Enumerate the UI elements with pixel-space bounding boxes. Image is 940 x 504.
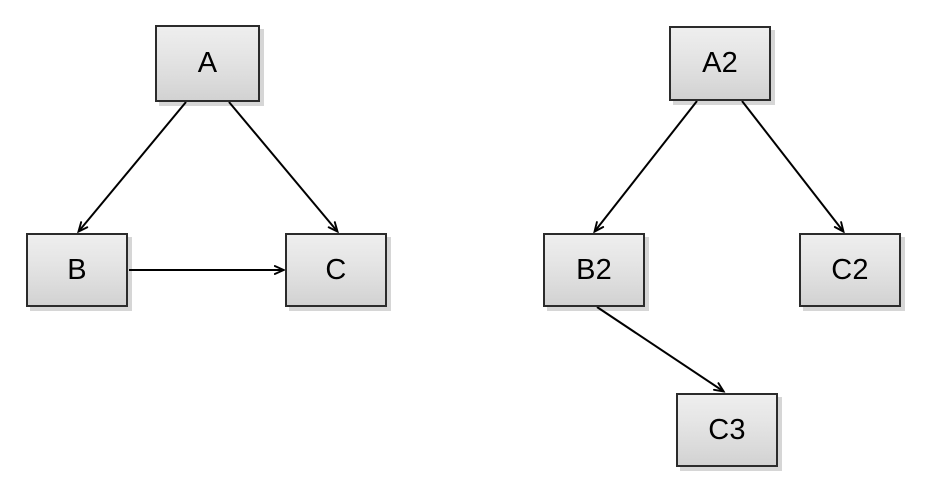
node-label-a: A xyxy=(197,47,218,79)
node-a2[interactable]: A2 xyxy=(669,26,771,101)
edge-a-to-b[interactable] xyxy=(79,101,187,231)
edge-a2-to-c2[interactable] xyxy=(741,100,843,231)
node-label-c2: C2 xyxy=(831,253,869,286)
node-label-b2: B2 xyxy=(576,253,612,286)
node-label-b: B xyxy=(67,253,87,286)
edge-a2-to-b2[interactable] xyxy=(595,100,698,231)
node-b2[interactable]: B2 xyxy=(543,233,645,307)
node-b[interactable]: B xyxy=(26,233,128,307)
edge-a-to-c[interactable] xyxy=(228,101,337,231)
node-a[interactable]: A xyxy=(155,25,260,102)
node-label-a2: A2 xyxy=(702,47,738,79)
node-c2[interactable]: C2 xyxy=(799,233,901,307)
edge-b2-to-c3[interactable] xyxy=(596,306,723,391)
node-label-c: C xyxy=(325,253,347,286)
node-c[interactable]: C xyxy=(285,233,387,307)
node-c3[interactable]: C3 xyxy=(676,393,778,467)
node-label-c3: C3 xyxy=(708,413,746,446)
